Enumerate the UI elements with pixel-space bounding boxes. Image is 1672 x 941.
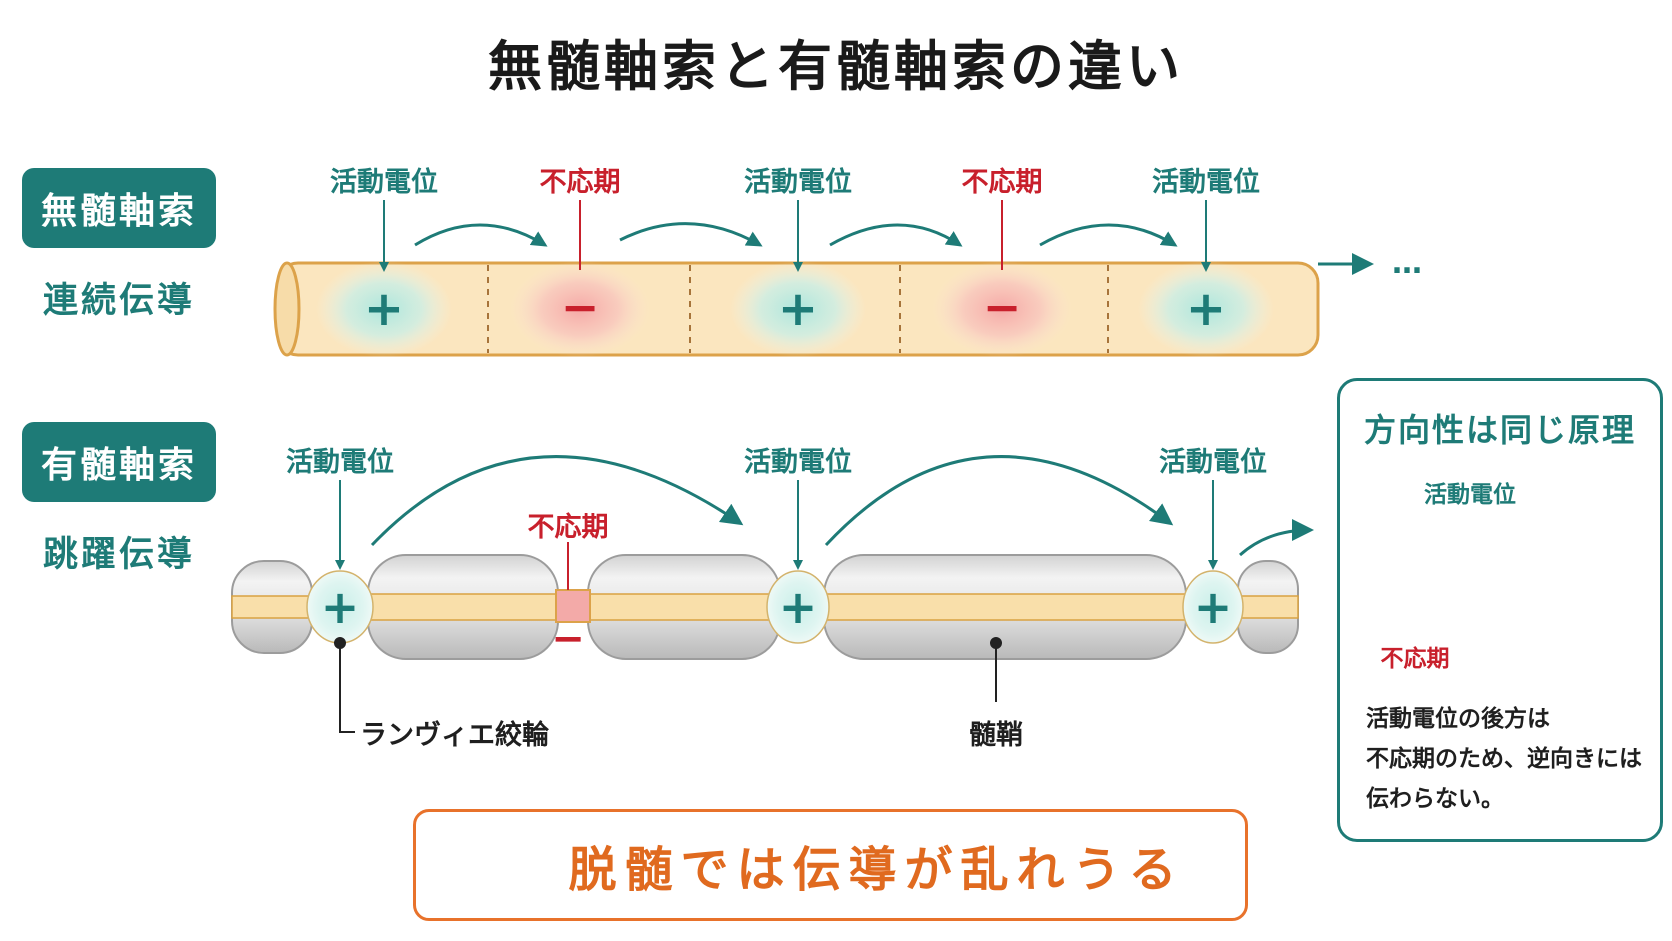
panel-note-line: 不応期のため、逆向きには bbox=[1366, 746, 1642, 772]
myelin-sheath-label: 髄鞘 bbox=[969, 720, 1023, 751]
unmyelinated-axon bbox=[273, 261, 1320, 357]
direction-panel: 方向性は同じ原理 活動電位 不応期 活動電位の後方は 不応期のため、逆向きには … bbox=[1337, 378, 1663, 842]
action-potential-label: 活動電位 bbox=[1152, 167, 1260, 198]
unmyelinated-badge: 無髄軸索 bbox=[22, 168, 216, 248]
active-zone bbox=[730, 261, 866, 357]
plus-symbol: + bbox=[778, 281, 818, 337]
refractory-zone bbox=[932, 261, 1072, 357]
minus-symbol: − bbox=[551, 616, 585, 662]
plus-symbol: + bbox=[1194, 580, 1233, 634]
refractory-label: 不応期 bbox=[961, 167, 1043, 198]
action-potential-label: 活動電位 bbox=[744, 447, 852, 478]
plus-symbol: + bbox=[779, 580, 818, 634]
warning-box: 脱髄では伝導が乱れうる bbox=[413, 809, 1248, 921]
warning-icon-spacer bbox=[476, 835, 546, 895]
saltatory-arrow bbox=[370, 455, 744, 547]
node-of-ranvier bbox=[1182, 570, 1244, 644]
refractory-label: 不応期 bbox=[539, 167, 621, 198]
panel-note: 活動電位の後方は 不応期のため、逆向きには 伝わらない。 bbox=[1366, 699, 1656, 819]
propagation-arrow bbox=[619, 222, 763, 247]
propagation-arrow bbox=[829, 223, 963, 247]
panel-action-potential-label: 活動電位 bbox=[1424, 482, 1516, 508]
action-potential-label: 活動電位 bbox=[744, 167, 852, 198]
action-potential-label: 活動電位 bbox=[330, 167, 438, 198]
saltatory-arrow bbox=[1239, 519, 1314, 557]
node-of-ranvier bbox=[766, 570, 830, 644]
refractory-zone bbox=[510, 261, 650, 357]
action-potential-label: 活動電位 bbox=[1159, 447, 1267, 478]
propagation-arrow bbox=[1039, 223, 1178, 247]
refractory-label: 不応期 bbox=[527, 512, 609, 543]
minus-symbol: − bbox=[983, 280, 1022, 334]
saltatory-arrow bbox=[824, 455, 1174, 547]
panel-title: 方向性は同じ原理 bbox=[1363, 411, 1636, 449]
plus-symbol: + bbox=[321, 580, 360, 634]
minus-symbol: − bbox=[561, 280, 600, 334]
propagation-arrow bbox=[414, 223, 548, 247]
panel-note-line: 活動電位の後方は bbox=[1366, 706, 1550, 732]
ellipsis: … bbox=[1392, 246, 1422, 281]
active-zone bbox=[1138, 261, 1274, 357]
panel-note-line: 伝わらない。 bbox=[1366, 786, 1504, 812]
node-of-ranvier-label: ランヴィエ絞輪 bbox=[360, 720, 549, 751]
action-potential-label: 活動電位 bbox=[286, 447, 394, 478]
saltatory-conduction-label: 跳躍伝導 bbox=[42, 535, 195, 575]
node-callout-line bbox=[339, 643, 355, 733]
continuous-conduction-label: 連続伝導 bbox=[42, 281, 195, 321]
plus-symbol: + bbox=[364, 281, 404, 337]
plus-symbol: + bbox=[1186, 281, 1226, 337]
page-title: 無髄軸索と有髄軸索の違い bbox=[488, 35, 1184, 98]
panel-refractory-label: 不応期 bbox=[1380, 646, 1450, 672]
refractory-gap bbox=[555, 589, 591, 623]
active-zone bbox=[316, 261, 452, 357]
warning-text: 脱髄では伝導が乱れうる bbox=[568, 842, 1185, 898]
myelinated-badge: 有髄軸索 bbox=[22, 422, 216, 502]
